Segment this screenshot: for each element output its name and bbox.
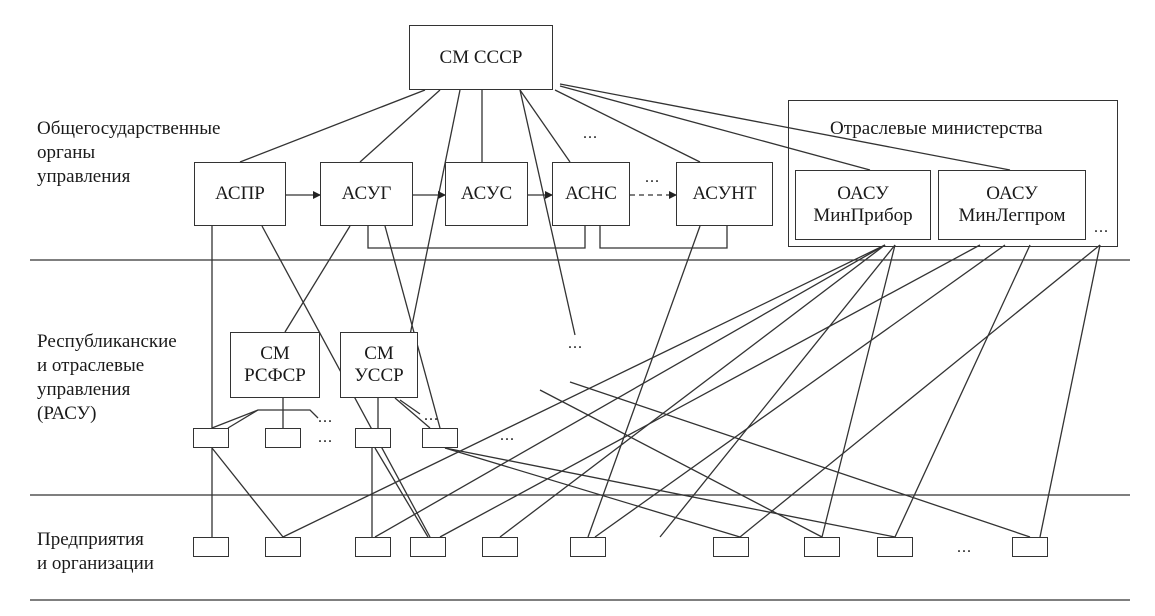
level-label-republic: Республиканские и отраслевые управления … <box>37 330 177 426</box>
middle-ellipsis-upper: ... <box>568 335 583 352</box>
ministries-group <box>788 100 1118 247</box>
asu-link-ellipsis: ... <box>645 169 660 186</box>
enterprise-box <box>1012 537 1048 557</box>
node-line: МинПрибор <box>813 205 913 226</box>
rasu-box <box>355 428 391 448</box>
node-line: МинЛегпром <box>958 205 1066 226</box>
link-top-to-minpribor <box>559 85 871 171</box>
enterprise-box <box>713 537 749 557</box>
link-asunt-down <box>587 225 701 538</box>
link-minpribor-5 <box>821 244 896 538</box>
node-line: ОАСУ <box>986 183 1038 204</box>
node-asus: АСУС <box>445 162 528 226</box>
link-minpribor-2 <box>374 244 886 538</box>
node-sm-ussr-top: СМ СССР <box>409 25 553 90</box>
link-top-to-asug <box>359 89 441 163</box>
link-cross-3 <box>444 447 896 538</box>
rasu-box <box>265 428 301 448</box>
link-rasu-3 <box>374 447 429 538</box>
node-asug: АСУГ <box>320 162 413 226</box>
node-sm-rsfsr: СМ РСФСР <box>230 332 320 398</box>
level-label-line: и отраслевые <box>37 355 145 376</box>
link-cross-1 <box>539 389 823 538</box>
link-rasu-1 <box>211 447 284 538</box>
link-top-to-aspr <box>239 89 426 163</box>
level-label-line: Общегосударственные <box>37 118 221 139</box>
enterprise-box <box>482 537 518 557</box>
rasu-ellipsis: ... <box>318 429 333 446</box>
level-label-line: (РАСУ) <box>37 403 97 424</box>
rasu-box <box>422 428 458 448</box>
ministries-ellipsis: ... <box>1094 219 1109 236</box>
node-asns: АСНС <box>552 162 630 226</box>
node-line: ОАСУ <box>837 183 889 204</box>
link-top-to-sm-ussr <box>409 89 461 336</box>
enterprise-box <box>410 537 446 557</box>
enterprise-box <box>877 537 913 557</box>
enterprise-box <box>355 537 391 557</box>
node-oasu-minpribor: ОАСУ МинПрибор <box>795 170 931 240</box>
node-asunt: АСУНТ <box>676 162 773 226</box>
link-ussr-c <box>399 399 421 415</box>
node-aspr: АСПР <box>194 162 286 226</box>
enterprise-box <box>804 537 840 557</box>
level-label-line: и организации <box>37 553 154 574</box>
link-top-to-asunt <box>554 89 701 163</box>
enterprise-ellipsis: ... <box>957 539 972 556</box>
level-label-enterprise: Предприятия и организации <box>37 528 154 576</box>
level-label-line: органы <box>37 142 96 163</box>
level-label-line: Республиканские <box>37 331 177 352</box>
bracket-asns-asunt <box>599 226 728 249</box>
link-minpribor-3 <box>499 244 886 538</box>
link-top-to-minlegprom <box>559 83 1011 171</box>
link-minpribor-1 <box>282 244 886 538</box>
rasu-ellipsis: ... <box>318 409 333 426</box>
link-asug-down <box>384 225 441 429</box>
link-rsfsr-branch <box>211 409 319 429</box>
enterprise-box <box>570 537 606 557</box>
link-minpribor-4 <box>659 244 896 538</box>
link-mindots-2 <box>1039 244 1101 538</box>
level-label-line: управления <box>37 379 131 400</box>
node-line: РСФСР <box>244 365 306 386</box>
node-line: СМ <box>364 343 394 364</box>
node-line: УССР <box>354 365 404 386</box>
link-rasu-4 <box>444 447 741 538</box>
link-top-to-asns <box>519 89 571 163</box>
link-mindots-1 <box>739 244 1101 538</box>
enterprise-box <box>193 537 229 557</box>
asu-ellipsis: ... <box>583 125 598 142</box>
level-label-line: Предприятия <box>37 529 144 550</box>
link-minlegprom-1 <box>439 244 981 538</box>
rasu-ellipsis: ... <box>500 427 515 444</box>
link-ussr-b <box>394 397 431 429</box>
link-asug-rsfsr <box>284 225 351 333</box>
node-oasu-minlegprom: ОАСУ МинЛегпром <box>938 170 1086 240</box>
link-rsfsr-a <box>227 409 259 429</box>
link-top-to-orgs-dots <box>519 89 576 336</box>
link-cross-2 <box>569 381 1031 538</box>
level-label-national: Общегосударственные органы управления <box>37 117 220 189</box>
rasu-box <box>193 428 229 448</box>
node-line: СМ <box>260 343 290 364</box>
link-minlegprom-2 <box>594 244 1006 538</box>
node-sm-ussr: СМ УССР <box>340 332 418 398</box>
level-label-line: управления <box>37 166 131 187</box>
link-minlegprom-3 <box>894 244 1031 538</box>
bracket-asug-asns <box>367 226 586 249</box>
enterprise-box <box>265 537 301 557</box>
rasu-ellipsis: ... <box>424 407 439 424</box>
ministries-title: Отраслевые министерства <box>830 118 1043 139</box>
